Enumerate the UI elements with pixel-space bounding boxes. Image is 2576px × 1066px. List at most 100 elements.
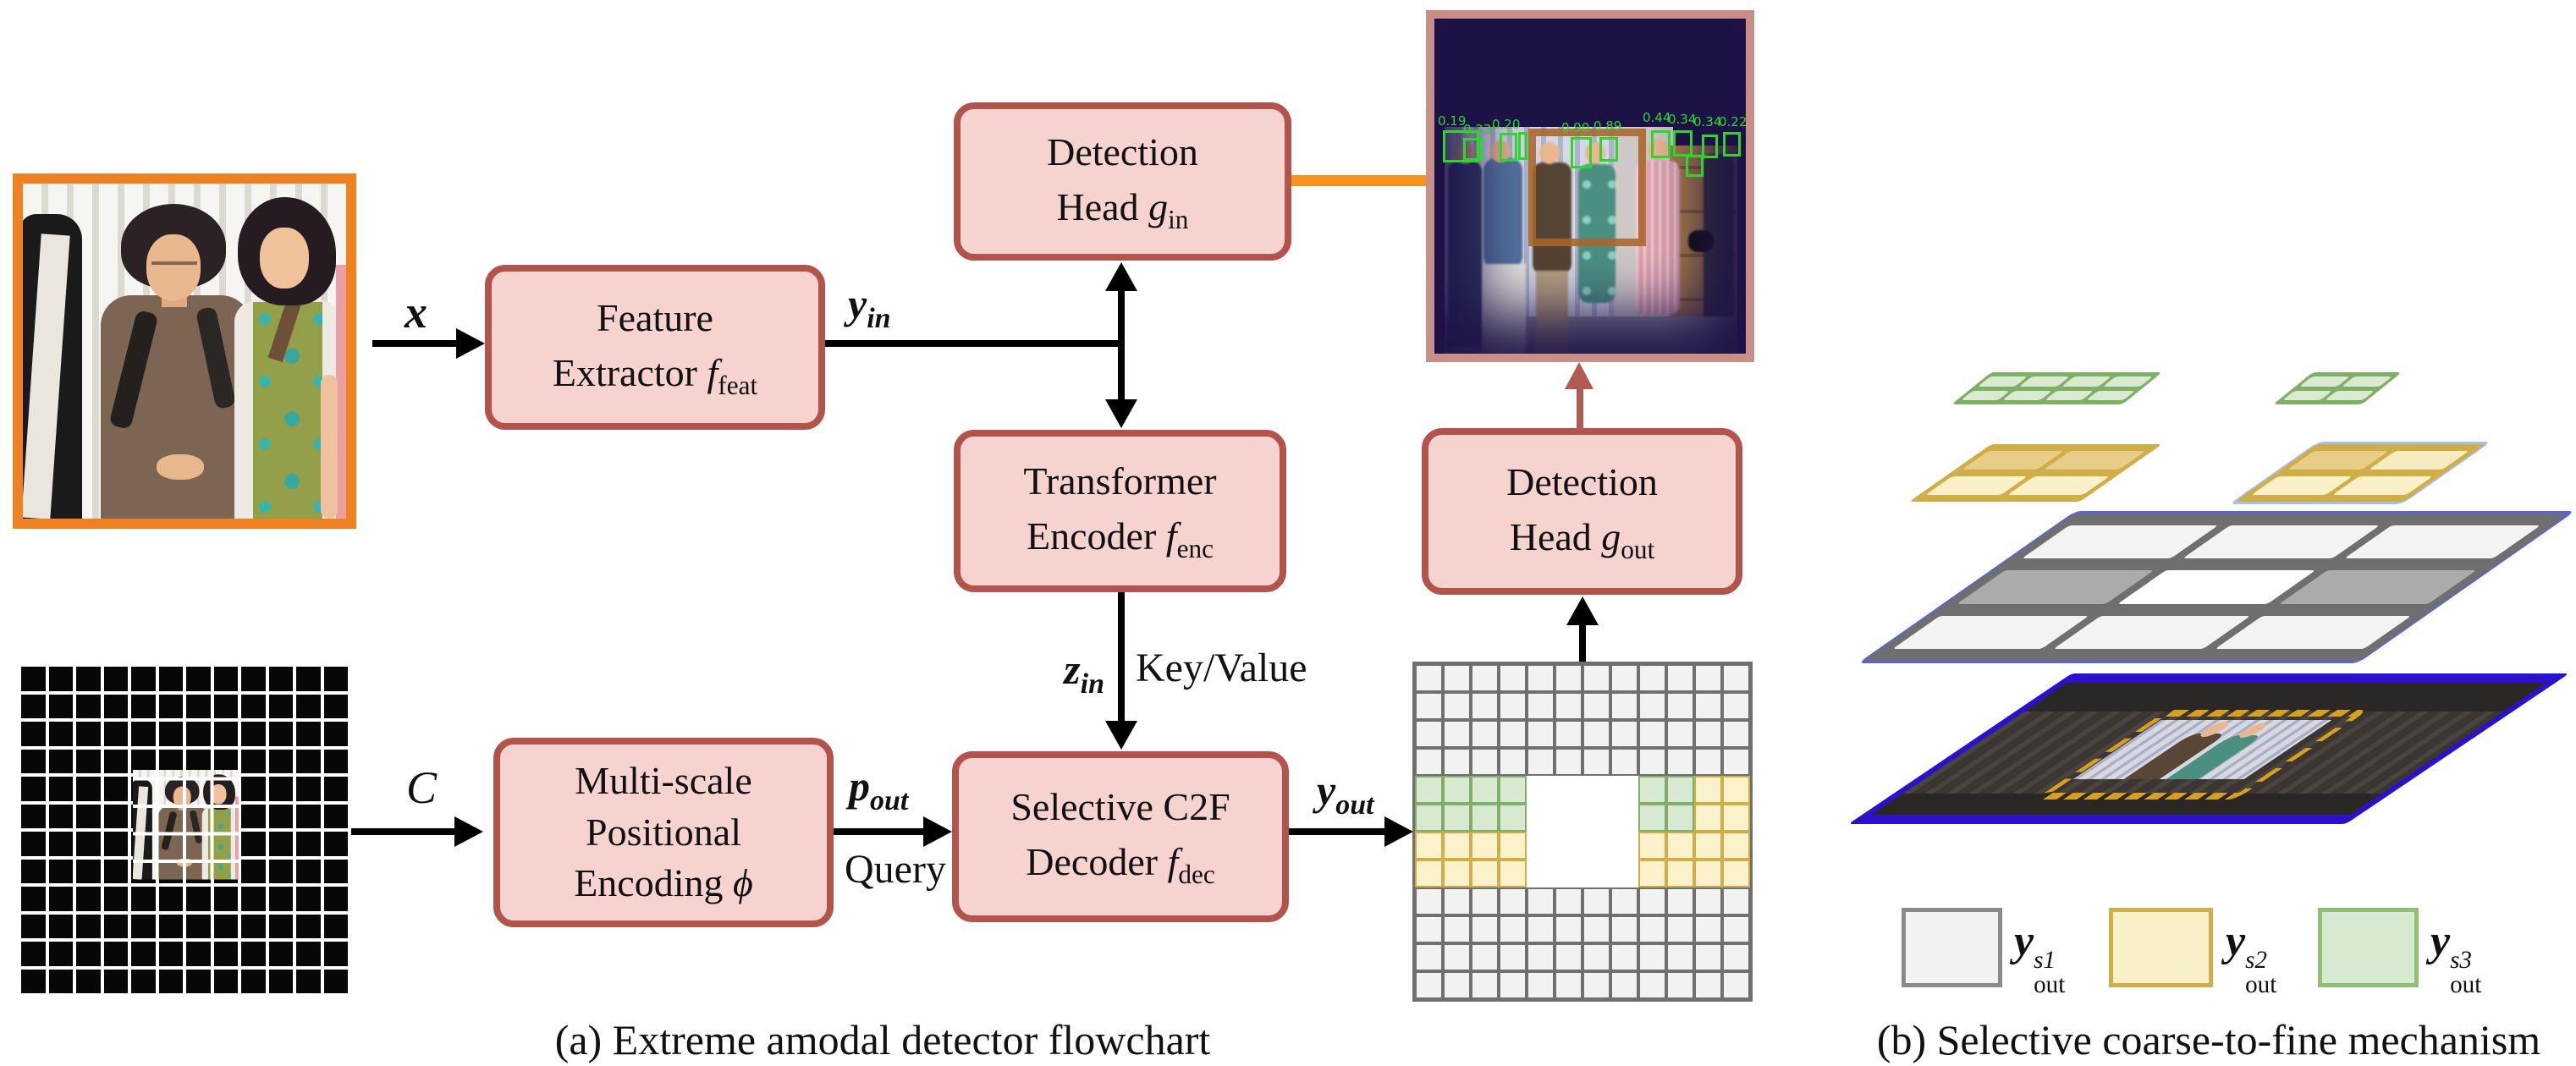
arrowhead-red [1565,362,1593,389]
grid-cell [1415,748,1443,776]
grid-cell [186,942,211,966]
grid-cell [21,667,46,691]
grid-cell [296,859,321,883]
grid-cell [131,667,156,691]
grid-cell [1638,776,1666,804]
image-plane-photo [1871,683,2546,815]
grid-cell [1694,943,1722,971]
grid-cell [268,942,293,966]
box-label: Encoding ϕ [574,861,753,905]
layer-cell [2085,390,2136,400]
grid-cell [1443,860,1471,887]
grid-cell [1722,664,1750,692]
grid-cell [323,722,348,746]
grid-cell [1443,832,1471,860]
grid-cell [1638,887,1666,915]
glasses [151,261,197,265]
grid-cell [241,887,266,911]
box-label: Feature [597,295,713,339]
grid-cell [1471,664,1499,692]
grid-cell [1471,748,1499,776]
layer-cell [2215,615,2412,649]
grid-cell [1666,860,1694,887]
grid-cell [1443,804,1471,832]
label-query: Query [845,847,946,892]
grid-cell [1443,971,1471,999]
grid-cell [323,694,348,718]
grid-cell [103,942,128,966]
coordinate-grid-inset-photo [133,770,239,880]
grid-cell [76,722,101,746]
grid-cell [1527,748,1555,776]
grid-cell [1666,943,1694,971]
grid-cell [21,859,46,883]
grid-cell [1694,887,1722,915]
grid-cell [1499,887,1527,915]
person-edge-pink [336,265,346,519]
grid-cell [48,804,73,828]
grid-cell [76,859,101,883]
grid-cell [21,777,46,801]
scale3-grid-left [1951,372,2162,404]
label-c: C [406,762,438,813]
grid-cell [1555,915,1582,943]
grid-cell [186,969,211,993]
grid-cell [213,694,238,718]
grid-cell [1694,692,1722,720]
grid-cell [1471,943,1499,971]
grid-cell [1443,915,1471,943]
grid-cell [241,749,266,773]
grid-cell [1527,943,1555,971]
grid-cell [1666,776,1694,804]
grid-cell [1638,748,1666,776]
grid-cell [296,942,321,966]
grid-cell [1582,692,1610,720]
input-region-box [1528,129,1646,246]
grid-cell [1499,943,1527,971]
detection-box [1599,137,1618,162]
grid-cell [1638,915,1666,943]
grid-cell [1610,971,1638,999]
grid-cell [21,749,46,773]
grid-cell [296,914,321,938]
grid-cell [158,969,183,993]
grid-cell [268,694,293,718]
grid-cell [1499,915,1527,943]
grid-cell [103,887,128,911]
label-x: x [405,287,427,338]
grid-cell [1415,720,1443,748]
input-image-scene [23,184,346,519]
box-label: Encoder fenc [1027,514,1214,564]
grid-cell [296,694,321,718]
detection-box [1686,155,1704,177]
label-y-out: yout [1317,767,1374,821]
person [1533,162,1571,274]
grid-cell [21,914,46,938]
grid-cell [1527,887,1555,915]
grid-cell [296,777,321,801]
detection-score: 0.19 [1438,113,1467,129]
grid-cell [1499,748,1527,776]
grid-cell [268,777,293,801]
arrow-y-out [1289,828,1384,835]
grid-cell [213,667,238,691]
detection-box [1673,130,1693,157]
grid-cell [1443,887,1471,915]
layer-cell [2019,376,2070,387]
box-label: Detection [1506,459,1658,503]
box-label: Head gin [1056,184,1189,235]
feature-extractor-box: Feature Extractor ffeat [485,265,825,430]
grid-cell [1471,832,1499,860]
detection-box [1500,133,1517,162]
grid-cell [1582,887,1610,915]
grid-cell [296,804,321,828]
grid-cell [268,804,293,828]
grid-cell [241,804,266,828]
grid-cell [296,887,321,911]
grid-cell [48,749,73,773]
layer-cell [2103,376,2153,387]
grid-cell [158,667,183,691]
grid-cell [1415,915,1443,943]
